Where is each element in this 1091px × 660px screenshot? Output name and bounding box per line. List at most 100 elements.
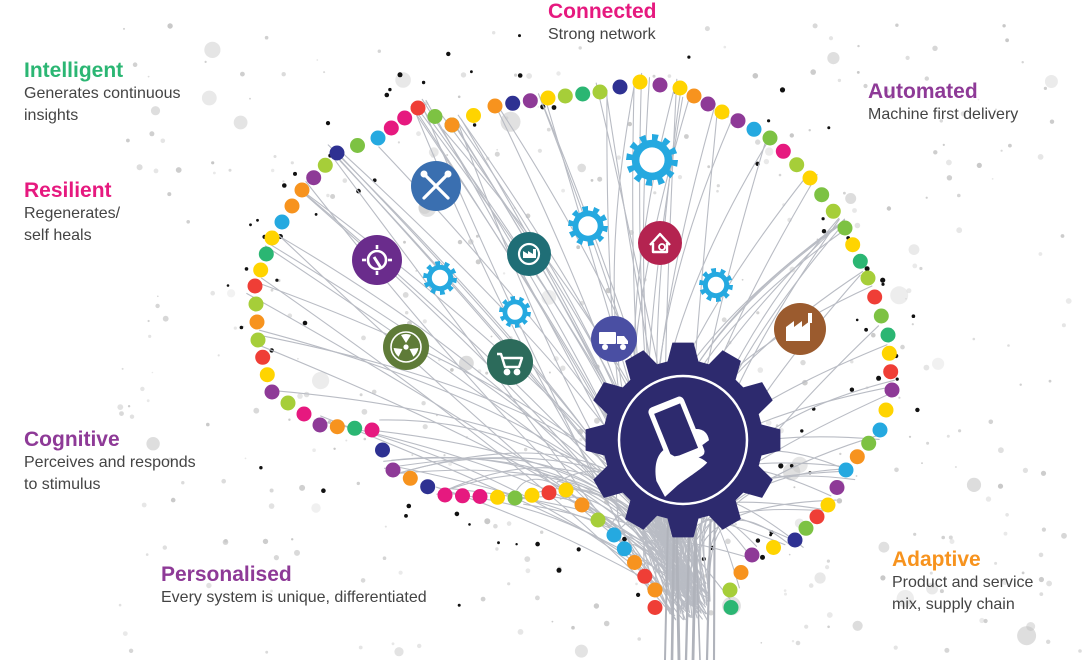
wrench-cross-icon xyxy=(420,170,452,200)
background-dot xyxy=(480,596,486,602)
outline-dot xyxy=(364,422,380,438)
background-dot xyxy=(524,447,528,452)
background-dot xyxy=(998,447,1004,454)
background-dot xyxy=(262,538,269,545)
outline-dot xyxy=(809,509,825,525)
background-dot xyxy=(294,549,300,556)
outline-dot xyxy=(284,198,300,214)
black-dot xyxy=(314,213,318,216)
background-dot xyxy=(506,521,512,526)
background-dot xyxy=(883,88,890,94)
background-dot xyxy=(760,642,763,644)
background-dot xyxy=(484,518,491,525)
background-dot xyxy=(939,589,944,594)
background-dot xyxy=(983,618,988,624)
background-dot xyxy=(856,71,860,74)
background-dot xyxy=(677,175,683,180)
black-dot xyxy=(864,327,868,332)
background-dot xyxy=(976,162,982,168)
background-dot xyxy=(312,448,316,453)
background-dot xyxy=(912,263,918,269)
outline-dot xyxy=(878,402,894,418)
trunk-line xyxy=(674,518,681,660)
background-dot xyxy=(946,434,950,438)
background-dot xyxy=(475,259,481,265)
background-dot xyxy=(141,502,147,508)
outline-dot xyxy=(873,308,889,324)
background-dot xyxy=(316,59,319,61)
background-dot xyxy=(1039,592,1044,596)
background-dot xyxy=(593,603,600,609)
branch-line xyxy=(320,415,694,591)
label-title: Adaptive xyxy=(892,548,981,571)
background-dot xyxy=(919,266,923,271)
shopping-cart-icon xyxy=(497,352,524,376)
background-dot xyxy=(863,83,868,89)
background-dot xyxy=(1049,119,1055,124)
outline-dot xyxy=(329,419,345,435)
background-dot xyxy=(457,239,463,245)
background-dot xyxy=(1044,75,1058,88)
black-dot xyxy=(760,554,765,560)
background-dot xyxy=(281,72,286,77)
outline-dot xyxy=(350,138,365,153)
background-dot xyxy=(397,141,400,144)
background-dot xyxy=(446,154,449,156)
trunk-line xyxy=(712,518,716,660)
branch-line xyxy=(559,496,687,599)
outline-dot xyxy=(370,130,386,146)
background-dot xyxy=(297,393,303,399)
black-dot xyxy=(249,223,252,227)
outline-dot xyxy=(616,541,632,557)
background-dot xyxy=(240,71,245,77)
background-dot xyxy=(921,462,923,464)
background-dot xyxy=(1040,470,1047,476)
background-dot xyxy=(734,523,737,526)
black-dot xyxy=(911,314,916,319)
background-dot xyxy=(524,556,531,562)
black-dot xyxy=(321,488,326,494)
background-dot xyxy=(162,315,169,322)
background-dot xyxy=(923,364,930,371)
background-dot xyxy=(494,151,500,157)
background-dot xyxy=(548,371,551,374)
outline-dot xyxy=(248,296,264,312)
background-dot xyxy=(244,457,247,460)
background-dot xyxy=(1060,234,1065,238)
background-dot xyxy=(160,138,166,144)
cart-node xyxy=(487,339,533,385)
background-dot xyxy=(995,108,997,111)
black-dot xyxy=(302,320,308,326)
outline-dot xyxy=(455,488,470,504)
black-dot xyxy=(622,536,627,542)
background-dot xyxy=(398,570,403,575)
background-dot xyxy=(121,367,124,370)
outline-dot xyxy=(258,246,274,262)
background-dot xyxy=(147,319,150,323)
black-dot xyxy=(515,543,518,546)
outline-dot xyxy=(883,364,899,380)
background-dot xyxy=(402,292,409,298)
background-dot xyxy=(1007,344,1010,347)
background-dot xyxy=(405,311,409,315)
background-dot xyxy=(270,589,273,593)
background-dot xyxy=(540,530,544,534)
factory-gear-icon xyxy=(517,242,541,266)
background-dot xyxy=(905,55,910,61)
black-dot xyxy=(384,92,390,98)
outline-dot xyxy=(329,145,345,161)
background-dot xyxy=(1065,298,1072,304)
label-title: Connected xyxy=(548,0,657,23)
background-dot xyxy=(126,138,130,143)
background-dot xyxy=(949,539,955,544)
background-dot xyxy=(929,571,933,575)
background-dot xyxy=(852,620,863,631)
background-dot xyxy=(962,560,966,564)
background-dot xyxy=(836,498,843,504)
background-dot xyxy=(377,49,381,53)
black-dot xyxy=(457,603,461,607)
trunk-line xyxy=(670,518,676,660)
background-dot xyxy=(146,399,150,403)
background-dot xyxy=(157,295,159,298)
background-dot xyxy=(725,538,731,545)
